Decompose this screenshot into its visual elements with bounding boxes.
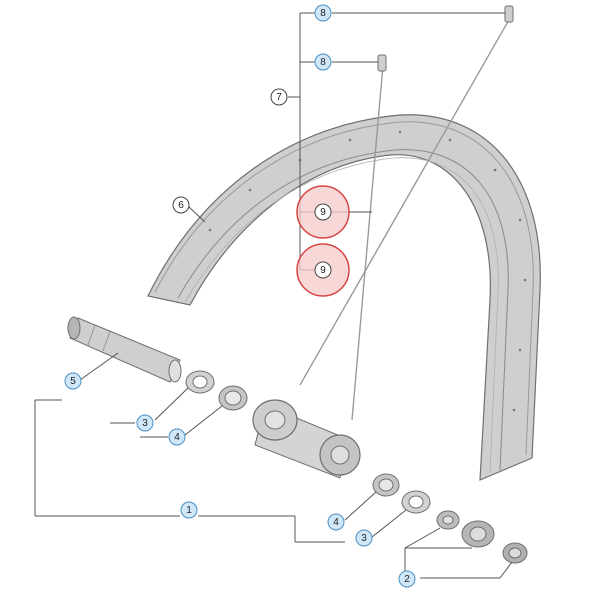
callout-4-washer: 4 (327, 513, 345, 531)
callout-bubble (327, 513, 345, 531)
callout-7-spoke-set: 7 (270, 88, 288, 106)
callout-bubble (172, 196, 190, 214)
rim (147, 114, 541, 481)
callout-label: 6 (178, 200, 184, 211)
callout-8-spoke-nipple: 8 (314, 4, 332, 22)
callout-label: 5 (70, 376, 76, 387)
spokes (299, 17, 511, 421)
callout-bubble (314, 4, 332, 22)
callout-bubble (168, 428, 186, 446)
spoke-nipple-1 (504, 5, 514, 23)
callout-bubble (314, 53, 332, 71)
callout-8-spoke-nipple: 8 (314, 53, 332, 71)
callouts: 8 8 7 6 9 9 5 3 4 1 4 3 2 (64, 4, 416, 588)
callout-bubble (314, 203, 332, 221)
bearing-left (218, 385, 248, 411)
bearing-right (372, 473, 400, 497)
axle (67, 316, 182, 383)
callout-label: 1 (186, 505, 192, 516)
callout-bubble (180, 501, 198, 519)
callout-bubble (136, 414, 154, 432)
callout-6-rim: 6 (172, 196, 190, 214)
callout-3-lock-nut: 3 (136, 414, 154, 432)
callout-label: 9 (320, 265, 326, 276)
callout-9-spoke: 9 (296, 243, 350, 297)
callout-bubble (398, 570, 416, 588)
callout-label: 2 (404, 574, 410, 585)
callout-3-lock-nut: 3 (355, 529, 373, 547)
lock-nut-right (401, 490, 431, 514)
cone-cup-set (436, 510, 528, 564)
callout-2-cone-cup-set: 2 (398, 570, 416, 588)
callout-4-washer: 4 (168, 428, 186, 446)
callout-9-spoke: 9 (296, 185, 350, 239)
callout-label: 4 (333, 517, 339, 528)
callout-label: 3 (361, 533, 367, 544)
callout-label: 8 (320, 8, 326, 19)
hub-body (252, 399, 361, 479)
callout-5-axle: 5 (64, 372, 82, 390)
callout-label: 9 (320, 207, 326, 218)
callout-1-hub-assembly: 1 (180, 501, 198, 519)
spoke-nipple-2 (377, 54, 387, 72)
callout-label: 3 (142, 418, 148, 429)
lock-nut-left (185, 370, 215, 394)
callout-bubble (355, 529, 373, 547)
callout-label: 7 (276, 92, 282, 103)
callout-label: 8 (320, 57, 326, 68)
callout-label: 4 (174, 432, 180, 443)
callout-bubble (314, 261, 332, 279)
callout-bubble (64, 372, 82, 390)
callout-bubble (270, 88, 288, 106)
